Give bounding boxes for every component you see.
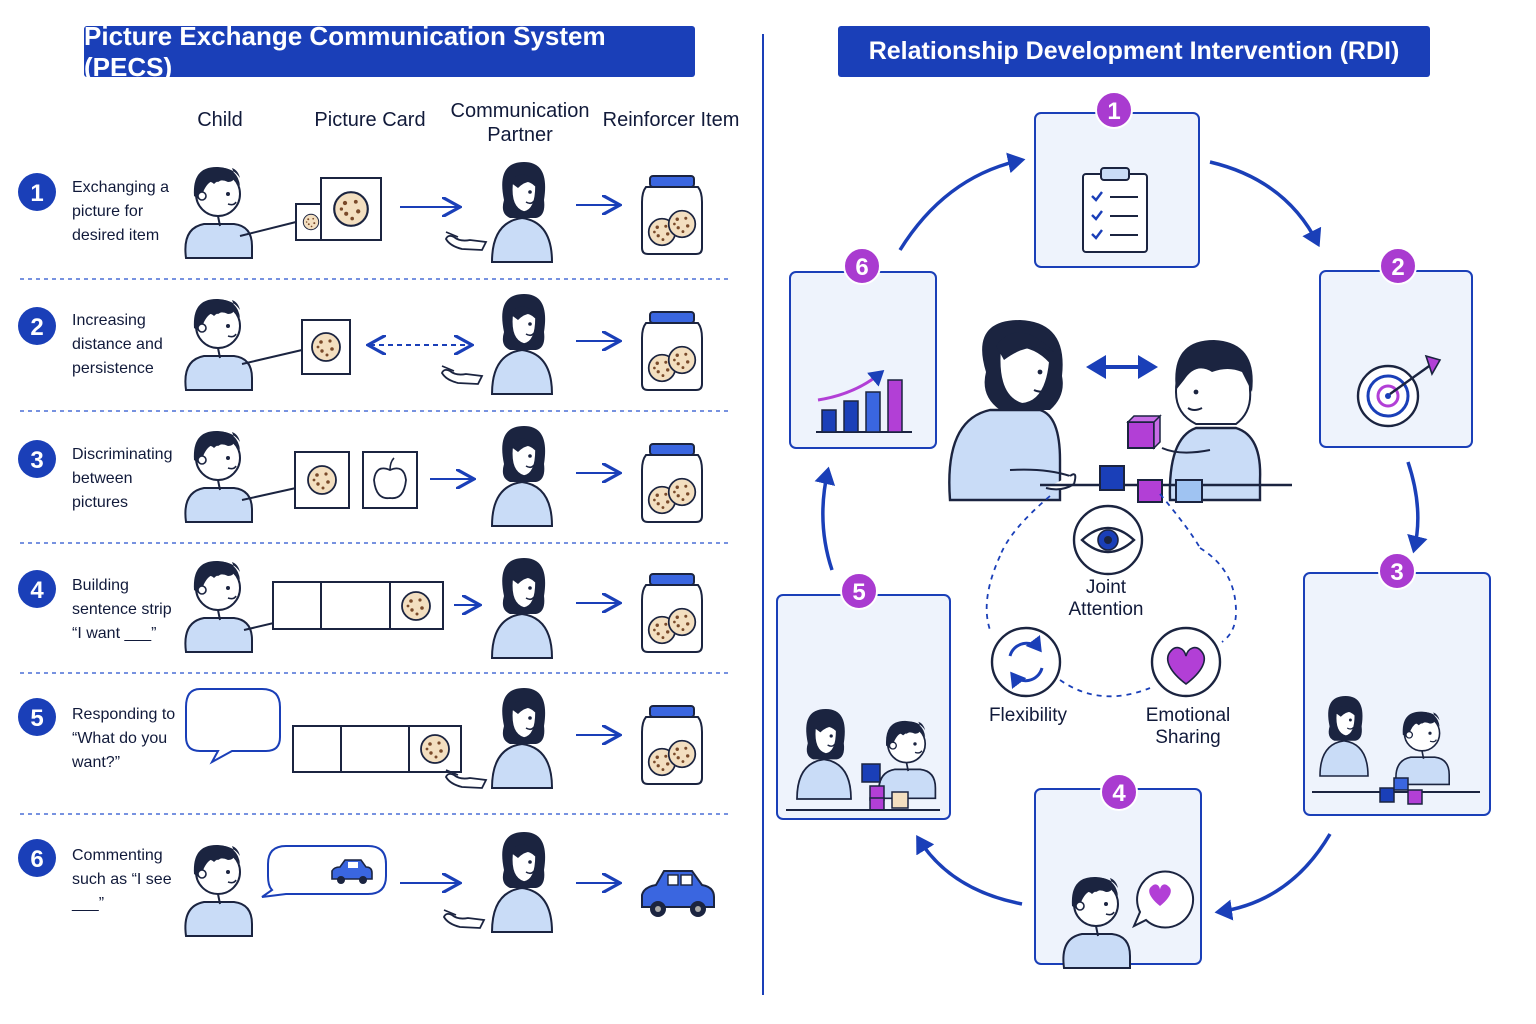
heart-icon: [1150, 626, 1222, 698]
rdi-cycle-arrows: [814, 152, 1428, 921]
step-4-badge: [18, 570, 56, 608]
column-header-child: Child: [197, 109, 243, 131]
step-6-badge: [18, 839, 56, 877]
svg-text:1: 1: [30, 180, 43, 207]
svg-text:5: 5: [30, 705, 43, 732]
core-joint-attention-label: Joint Attention: [1068, 577, 1144, 620]
row-3-illustration: [184, 425, 702, 527]
svg-text:3: 3: [30, 447, 43, 474]
column-header-picture-card: Picture Card: [314, 109, 426, 131]
step-badges: 1 2 3 4 5 6: [18, 173, 56, 877]
stage-3-scene: [1312, 695, 1480, 805]
core-flexibility-label: Flexibility: [988, 705, 1068, 726]
stage-5-label: Parent scaffolds and fades support: [796, 615, 930, 694]
car-small-icon: [331, 859, 373, 884]
svg-text:6: 6: [855, 254, 868, 281]
step-5-label: Responding to “What do you want?”: [72, 706, 176, 771]
strip4-word-want: want: [333, 594, 377, 616]
stage-6-label: Review progress: [819, 292, 905, 344]
central-interaction-scene: [948, 320, 1292, 503]
stage-4-scene: [1062, 870, 1195, 969]
stage-3-label: Guided participation in everyday activit…: [1323, 595, 1465, 701]
step-1-label: Exchanging a picture for desired item: [72, 179, 169, 244]
picture-card: [320, 177, 382, 241]
strip5-word-i: I: [314, 738, 320, 760]
step-3-label: Discriminating between pictures: [72, 446, 173, 511]
row-1-illustration: [184, 161, 702, 263]
step-2-badge: [18, 307, 56, 345]
stage-1-label: Assessment: [1056, 132, 1176, 157]
step-3-badge: [18, 440, 56, 478]
speech-question-text: What do you want?: [195, 699, 269, 737]
step-6-label: Commenting such as “I see ___”: [72, 847, 172, 912]
step-4-label: Building sentence strip “I want ___”: [72, 577, 172, 642]
svg-text:4: 4: [1112, 780, 1126, 807]
svg-text:2: 2: [1391, 254, 1404, 281]
target-icon: [1356, 354, 1442, 428]
step-1-badge: [18, 173, 56, 211]
progress-chart-icon: [816, 370, 912, 433]
clipboard-icon: [1082, 167, 1148, 253]
car-reinforcer-icon: [641, 870, 715, 917]
step-5-badge: [18, 698, 56, 736]
stage-2-label: Set shared social goal: [1344, 291, 1452, 343]
strip5-word-want: want: [353, 738, 397, 760]
column-header-communication-partner: Communication Partner: [450, 100, 590, 146]
step-2-label: Increasing distance and persistence: [72, 312, 163, 377]
rdi-stage-badges: 1 2 3 4 5 6: [840, 91, 1417, 811]
refresh-icon: [990, 626, 1062, 698]
speech-comment-text: I see: [283, 860, 325, 881]
rdi-title: Relationship Development Intervention (R…: [838, 26, 1430, 77]
stage-5-scene: [786, 708, 940, 811]
column-header-reinforcer-item: Reinforcer Item: [602, 109, 740, 131]
svg-text:2: 2: [30, 314, 43, 341]
core-emotional-sharing-label: Emotional Sharing: [1145, 705, 1231, 748]
svg-text:4: 4: [30, 577, 44, 604]
pecs-title: Picture Exchange Communication System (P…: [84, 21, 695, 82]
svg-text:3: 3: [1390, 559, 1403, 586]
svg-text:6: 6: [30, 846, 43, 873]
row-2-illustration: [184, 293, 702, 395]
svg-text:5: 5: [852, 579, 865, 606]
stage-4-label: Child responds: [1071, 813, 1163, 865]
eye-icon: [1072, 504, 1144, 576]
svg-text:1: 1: [1107, 98, 1120, 125]
strip4-word-i: I: [294, 594, 300, 616]
row-6-illustration: [184, 831, 715, 937]
row-4-illustration: [184, 557, 702, 659]
